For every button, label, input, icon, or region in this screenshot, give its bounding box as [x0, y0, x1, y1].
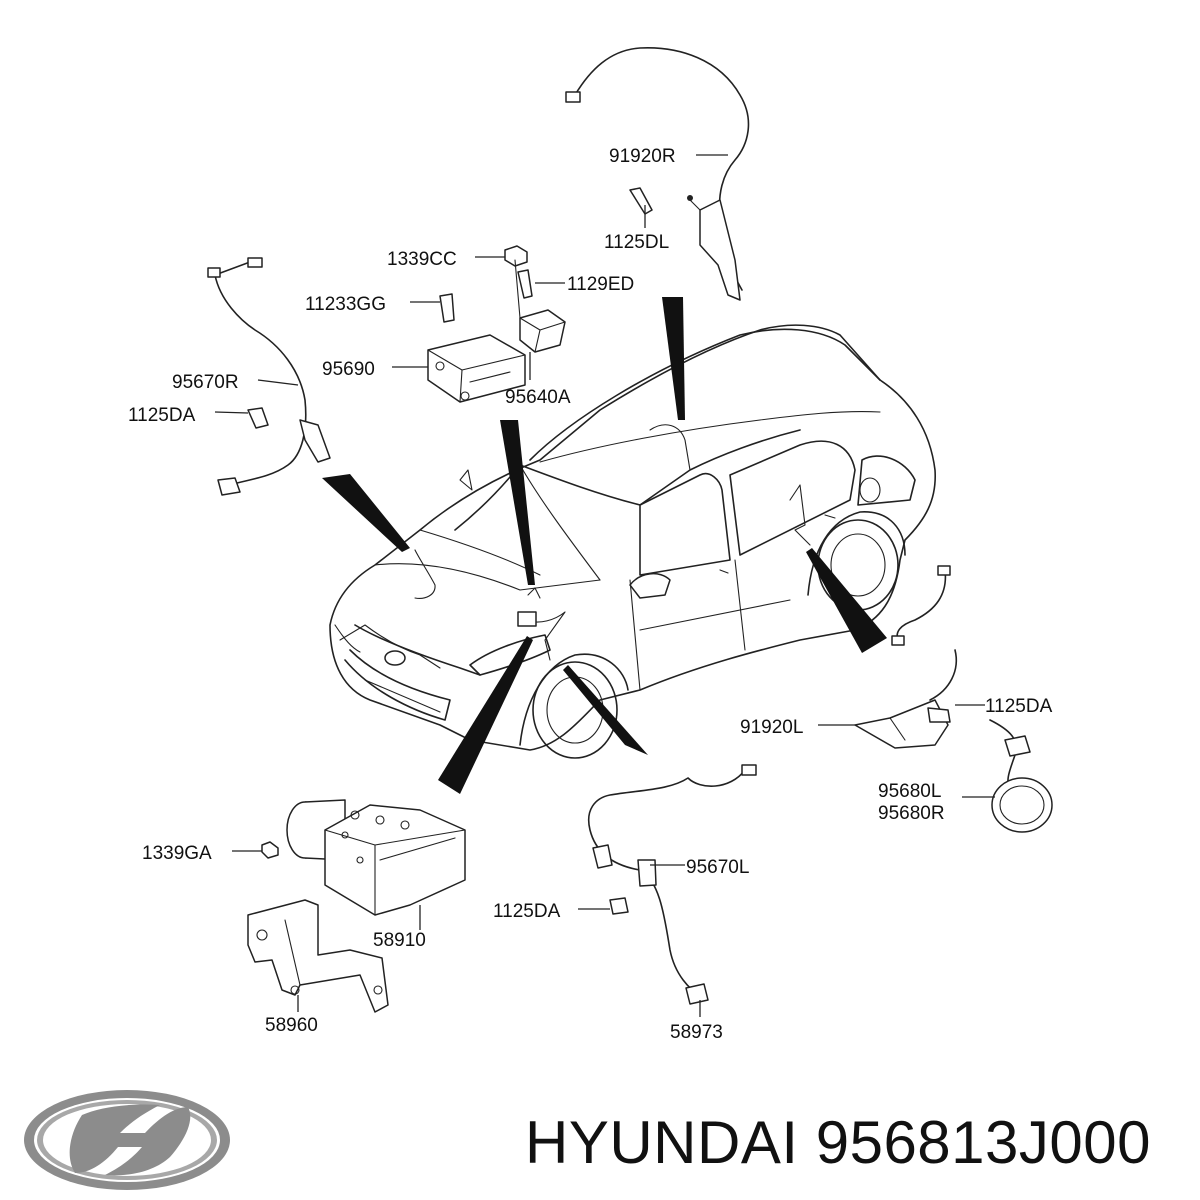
label-95670R: 95670R — [172, 372, 239, 393]
vehicle-illustration — [329, 324, 936, 759]
module-group — [392, 245, 566, 403]
label-58910: 58910 — [373, 930, 426, 951]
label-1339GA: 1339GA — [142, 843, 212, 864]
rear-left-sensor-group — [818, 565, 1053, 833]
label-95680R: 95680R — [878, 803, 945, 824]
front-left-sensor-95670L — [578, 764, 757, 1017]
label-95690: 95690 — [322, 359, 375, 380]
label-95670L: 95670L — [686, 857, 749, 878]
label-1125DA-front-left: 1125DA — [493, 901, 561, 922]
label-1125DA-rear-left: 1125DA — [985, 696, 1053, 717]
hyundai-logo-icon — [24, 1090, 230, 1190]
label-58973: 58973 — [670, 1022, 723, 1043]
label-11233GG: 11233GG — [305, 294, 386, 315]
label-1125DL: 1125DL — [604, 232, 669, 253]
label-91920L: 91920L — [740, 717, 803, 738]
label-95680L: 95680L — [878, 781, 941, 802]
front-right-sensor-95670R — [207, 257, 331, 496]
label-1129ED: 1129ED — [567, 274, 634, 295]
rear-right-harness-91920R — [565, 47, 750, 301]
pointer-wedges — [322, 297, 887, 794]
abs-hydraulic-unit — [232, 799, 466, 1013]
part-number-title: HYUNDAI 956813J000 — [525, 1109, 1152, 1176]
label-58960: 58960 — [265, 1015, 318, 1036]
label-95640A: 95640A — [505, 387, 571, 408]
label-91920R: 91920R — [609, 146, 676, 167]
label-1339CC: 1339CC — [387, 249, 457, 270]
label-1125DA-front-right: 1125DA — [128, 405, 196, 426]
